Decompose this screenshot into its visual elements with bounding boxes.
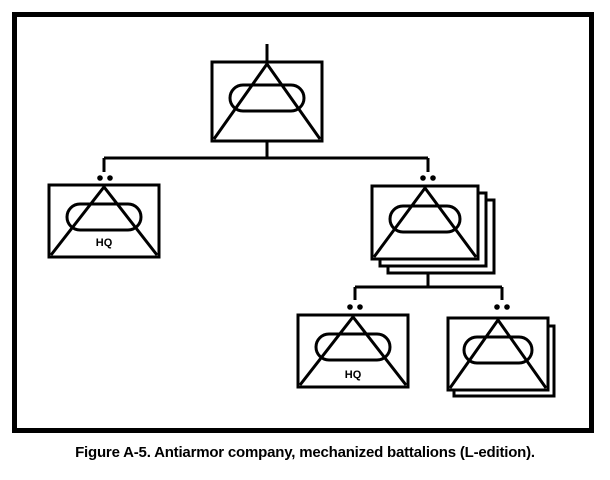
antiarmor-chevron [372, 185, 478, 258]
platoon-hq-unit [296, 313, 410, 389]
antiarmor-chevron [448, 317, 548, 389]
mechanized-oval [65, 202, 143, 232]
squad-stack [446, 316, 556, 398]
figure-caption: Figure A-5. Antiarmor company, mechanize… [75, 444, 535, 461]
antiarmor-chevron [298, 314, 408, 386]
platoon-echelon-dot [420, 175, 426, 181]
antiarmor-chevron [49, 184, 159, 256]
echelon-dots [97, 175, 510, 310]
platoon-hq-label: HQ [345, 369, 362, 381]
platoon-stack-front [370, 184, 480, 261]
company-unit [210, 60, 324, 143]
squad-stack-front [446, 316, 550, 392]
mechanized-oval [388, 204, 462, 234]
platoon-hq-echelon-dot [347, 304, 353, 310]
company-unit-box [210, 60, 324, 143]
antiarmor-chevron [212, 61, 322, 140]
mechanized-oval [314, 332, 392, 362]
platoon-echelon-dot [430, 175, 436, 181]
mechanized-oval [228, 83, 306, 113]
squad-echelon-dot [494, 304, 500, 310]
platoon-hq-echelon-dot [357, 304, 363, 310]
hq-echelon-dot [97, 175, 103, 181]
hq-section-label: HQ [96, 237, 113, 249]
hq-echelon-dot [107, 175, 113, 181]
squad-echelon-dot [504, 304, 510, 310]
connector-lines [102, 44, 504, 300]
hq-section-unit [47, 183, 161, 259]
platoon-stack [370, 184, 496, 275]
mechanized-oval [462, 335, 534, 365]
